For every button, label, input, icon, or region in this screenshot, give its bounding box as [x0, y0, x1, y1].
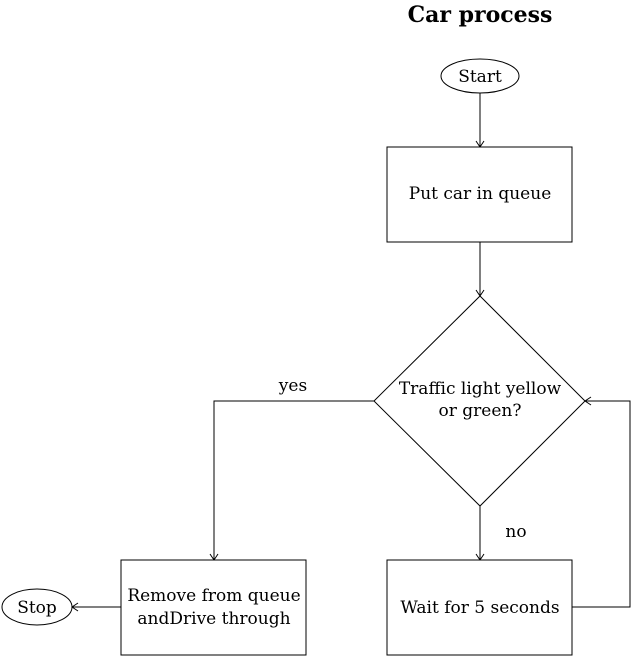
queue-label: Put car in queue	[409, 184, 552, 204]
remove-label-line2: andDrive through	[137, 609, 290, 629]
decision-diamond	[373, 295, 586, 507]
edge-wait-to-decision	[572, 400, 631, 608]
remove-box	[120, 559, 307, 656]
node-stop: Stop	[1, 588, 73, 626]
decision-label-line1: Traffic light yellow	[399, 379, 562, 399]
edge-decision-to-remove	[213, 400, 374, 560]
diagram-title: Car process	[408, 2, 553, 28]
node-wait: Wait for 5 seconds	[386, 559, 573, 656]
stop-ellipse	[1, 588, 73, 626]
start-label: Start	[458, 67, 502, 87]
edge-label-no: no	[505, 522, 526, 542]
node-start: Start	[440, 58, 520, 94]
decision-label-line2: or green?	[439, 401, 522, 421]
queue-box	[386, 146, 573, 243]
remove-label-line1: Remove from queue	[127, 586, 300, 606]
wait-label: Wait for 5 seconds	[400, 598, 559, 618]
node-remove: Remove from queue andDrive through	[120, 559, 307, 656]
edges	[71, 93, 631, 612]
edge-label-yes: yes	[278, 376, 307, 396]
node-queue: Put car in queue	[386, 146, 573, 243]
wait-box	[386, 559, 573, 656]
start-ellipse	[440, 58, 520, 94]
stop-label: Stop	[17, 598, 57, 618]
node-decision: Traffic light yellow or green?	[373, 295, 586, 507]
